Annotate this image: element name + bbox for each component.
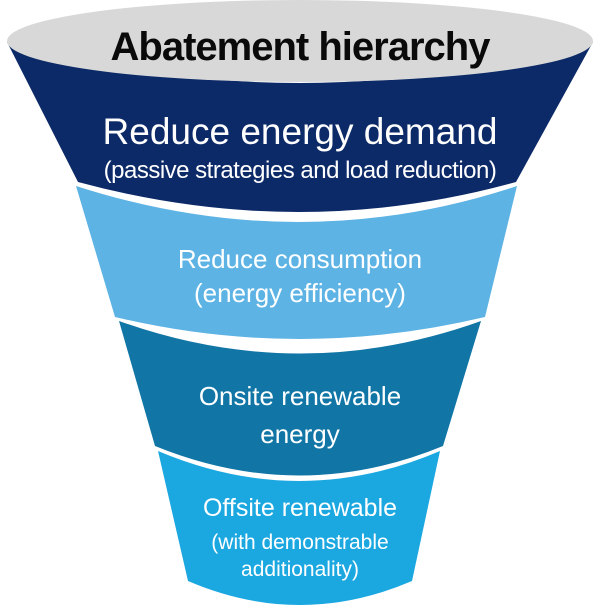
layer-offsite-renewable-line-3: additionality) (241, 558, 359, 581)
layer-reduce-consumption-line-1: Reduce consumption (178, 244, 422, 274)
layer-onsite-renewable-line-1: Onsite renewable (199, 381, 401, 411)
layer-onsite-renewable-line-2: energy (260, 419, 340, 449)
funnel-title: Abatement hierarchy (111, 25, 492, 69)
layer-offsite-renewable-line-2: (with demonstrable (211, 531, 388, 554)
funnel-layer-reduce-energy-demand (7, 42, 593, 212)
funnel-layer-reduce-consumption (76, 186, 517, 339)
layer-offsite-renewable-line-1: Offsite renewable (203, 494, 397, 522)
layer-reduce-energy-demand-line-2: (passive strategies and load reduction) (104, 157, 497, 184)
layer-reduce-energy-demand-line-1: Reduce energy demand (103, 111, 498, 152)
funnel-layer-onsite-renewable-energy (119, 321, 481, 476)
funnel-top-ellipse (7, 0, 593, 82)
funnel-layer-offsite-renewable (158, 451, 440, 605)
layer-reduce-consumption-line-2: (energy efficiency) (194, 278, 406, 308)
